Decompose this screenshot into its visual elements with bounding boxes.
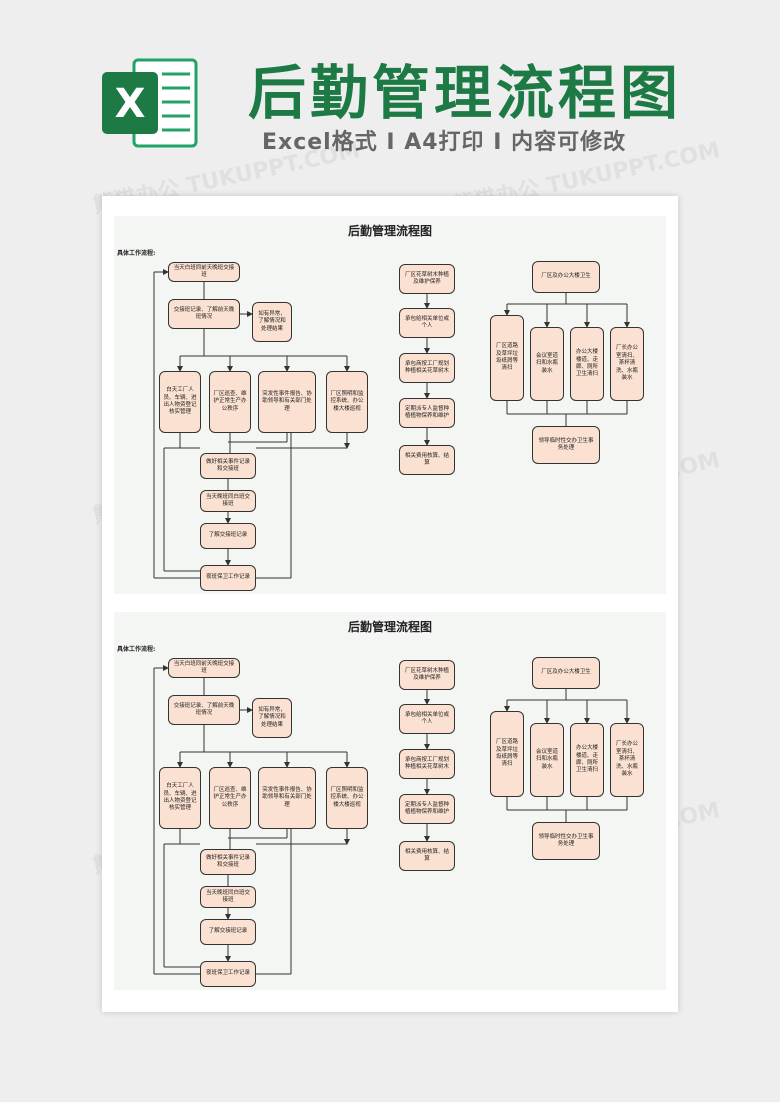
flow-step-box: 领导临时性交办卫生事务处理 bbox=[532, 822, 600, 860]
a4-page: 后勤管理流程图 具体工作流程: 当天白班同前天晚班交接班交接班记录、了解前天晚班… bbox=[102, 196, 678, 1012]
flow-step-box: 承包商按工厂规划种植相关花草树木 bbox=[399, 749, 455, 779]
flow-step-box: 做好相关事件记录和交接班 bbox=[200, 849, 256, 875]
flow-step-box: 厂区及办公大楼卫生 bbox=[532, 261, 600, 293]
flow-step-box: 办公大楼楼道、走廊、厕所卫生清扫 bbox=[570, 723, 604, 797]
section-label: 具体工作流程: bbox=[117, 250, 156, 257]
flow-step-box: 白天工厂人员、车辆、进出人物资登记核实管理 bbox=[159, 767, 201, 829]
connector-lines bbox=[153, 269, 630, 579]
flow-step-box: 承包给相关单位或个人 bbox=[399, 704, 455, 734]
flow-step-box: 定期派专人监督种植植物保养和维护 bbox=[399, 794, 455, 824]
flow-step-box: 相关费用核算、结算 bbox=[399, 445, 455, 475]
flow-step-box: 会议室道扫和水瓶装水 bbox=[530, 327, 564, 401]
flow-step-box: 当天晚班同白班交接班 bbox=[200, 490, 256, 512]
flow-step-box: 厂长办公室清扫、茶杯清洗、水瓶装水 bbox=[610, 723, 644, 797]
flow-step-box: 厂区花草树木种植及维护保养 bbox=[399, 264, 455, 294]
flow-step-box: 了解交接班记录 bbox=[200, 523, 256, 549]
flowchart-sheet: 后勤管理流程图 具体工作流程: 当天白班同前天晚班交接班交接班记录、了解前天晚班… bbox=[114, 612, 666, 990]
flow-step-box: 相关费用核算、结算 bbox=[399, 841, 455, 871]
connector-lines bbox=[153, 665, 630, 975]
flow-step-box: 如有异常，了解情况和处理结果 bbox=[252, 698, 292, 738]
page-header: X 后勤管理流程图 Excel格式 I A4打印 I 内容可修改 bbox=[0, 0, 780, 190]
flow-step-box: 突发性事件报告、协助领导和有关部门处理 bbox=[258, 371, 316, 433]
flow-step-box: 交接班记录、了解前天晚班情况 bbox=[168, 299, 240, 329]
flow-step-box: 做好相关事件记录和交接班 bbox=[200, 453, 256, 479]
flow-step-box: 定期派专人监督种植植物保养和维护 bbox=[399, 398, 455, 428]
flow-step-box: 厂区花草树木种植及维护保养 bbox=[399, 660, 455, 690]
flow-step-box: 白天工厂人员、车辆、进出人物资登记核实管理 bbox=[159, 371, 201, 433]
flow-step-box: 承包给相关单位或个人 bbox=[399, 308, 455, 338]
flow-step-box: 厂长办公室清扫、茶杯清洗、水瓶装水 bbox=[610, 327, 644, 401]
flow-step-box: 厂区道路及草坪垃圾纸屑等清扫 bbox=[490, 315, 524, 401]
flow-step-box: 当天白班同前天晚班交接班 bbox=[168, 262, 240, 282]
flow-step-box: 夜班保卫工作记录 bbox=[200, 565, 256, 591]
flow-step-box: 承包商按工厂规划种植相关花草树木 bbox=[399, 353, 455, 383]
sheet-title: 后勤管理流程图 bbox=[347, 620, 432, 634]
flow-step-box: 交接班记录、了解前天晚班情况 bbox=[168, 695, 240, 725]
flow-step-box: 厂区道路及草坪垃圾纸屑等清扫 bbox=[490, 711, 524, 797]
flow-step-box: 厂区及办公大楼卫生 bbox=[532, 657, 600, 689]
flow-step-box: 夜班保卫工作记录 bbox=[200, 961, 256, 987]
excel-logo-icon: X bbox=[102, 58, 198, 148]
flow-step-box: 领导临时性交办卫生事务处理 bbox=[532, 426, 600, 464]
page-subtitle: Excel格式 I A4打印 I 内容可修改 bbox=[262, 130, 627, 155]
flow-step-box: 突发性事件报告、协助领导和有关部门处理 bbox=[258, 767, 316, 829]
sheet-title: 后勤管理流程图 bbox=[347, 224, 432, 238]
flow-step-box: 当天晚班同白班交接班 bbox=[200, 886, 256, 908]
flow-step-box: 厂区巡查、维护正常生产办公秩序 bbox=[209, 767, 251, 829]
section-label: 具体工作流程: bbox=[117, 646, 156, 653]
flow-step-box: 厂区照明和监控系统、办公楼大楼巡视 bbox=[326, 371, 368, 433]
flow-step-box: 了解交接班记录 bbox=[200, 919, 256, 945]
svg-text:X: X bbox=[115, 81, 146, 127]
flow-step-box: 办公大楼楼道、走廊、厕所卫生清扫 bbox=[570, 327, 604, 401]
flowchart-sheet: 后勤管理流程图 具体工作流程: 当天白班同前天晚班交接班交接班记录、了解前天晚班… bbox=[114, 216, 666, 594]
page-title: 后勤管理流程图 bbox=[248, 59, 683, 127]
flow-step-box: 如有异常，了解情况和处理结果 bbox=[252, 302, 292, 342]
flow-step-box: 厂区照明和监控系统、办公楼大楼巡视 bbox=[326, 767, 368, 829]
flow-step-box: 当天白班同前天晚班交接班 bbox=[168, 658, 240, 678]
flow-step-box: 厂区巡查、维护正常生产办公秩序 bbox=[209, 371, 251, 433]
flow-step-box: 会议室道扫和水瓶装水 bbox=[530, 723, 564, 797]
